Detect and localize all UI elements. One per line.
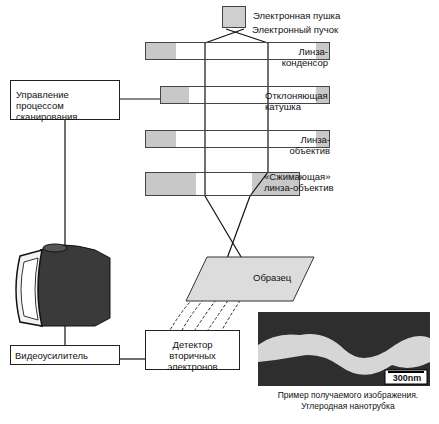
- component-box: Электронная пушка: [222, 6, 246, 28]
- sample-plate: Образец: [185, 256, 315, 302]
- sem-image: [258, 312, 430, 386]
- component-box: Видеоусилитель: [10, 345, 120, 365]
- monitor: [16, 244, 110, 326]
- lens-pole: [146, 43, 176, 59]
- component-box: Детектор вторичных электронов: [145, 330, 240, 370]
- electron-beam: [205, 29, 268, 272]
- node-label: Детектор вторичных электронов: [150, 339, 235, 372]
- annotation: Пример получаемого изображения. Углеродн…: [262, 390, 434, 412]
- node-label: Линза-объектив: [262, 134, 330, 156]
- lens-pole: [146, 131, 176, 147]
- component-box: Линза-объектив: [145, 130, 330, 148]
- wire: [64, 326, 65, 345]
- sample-outline: [185, 256, 315, 302]
- node-label: Видеоусилитель: [15, 350, 115, 361]
- component-box: Линза-конденсор: [145, 42, 330, 60]
- node-label: Образец: [253, 272, 308, 283]
- sample-shape: [186, 257, 314, 301]
- node-label: «Сжимающая» линза-объектив: [264, 171, 354, 193]
- coil-pole: [161, 87, 189, 103]
- scale-bar-label: 300nm: [388, 373, 426, 384]
- node-label: Электронная пушка: [253, 10, 403, 21]
- wire: [64, 120, 65, 248]
- node-label: Линза-конденсор: [256, 46, 328, 68]
- signal-wire: [120, 358, 145, 359]
- node-label: Отклоняющая катушка: [265, 90, 329, 112]
- component-box: Управление процессом сканирования: [10, 80, 120, 120]
- annotation: Электронный пучок: [252, 24, 372, 35]
- lens-pole: [146, 173, 196, 195]
- signal-wire: [120, 98, 160, 99]
- component-box: Отклоняющая катушка: [160, 86, 330, 104]
- node-label: Управление процессом сканирования: [16, 89, 116, 122]
- component-box: «Сжимающая» линза-объектив: [145, 172, 300, 196]
